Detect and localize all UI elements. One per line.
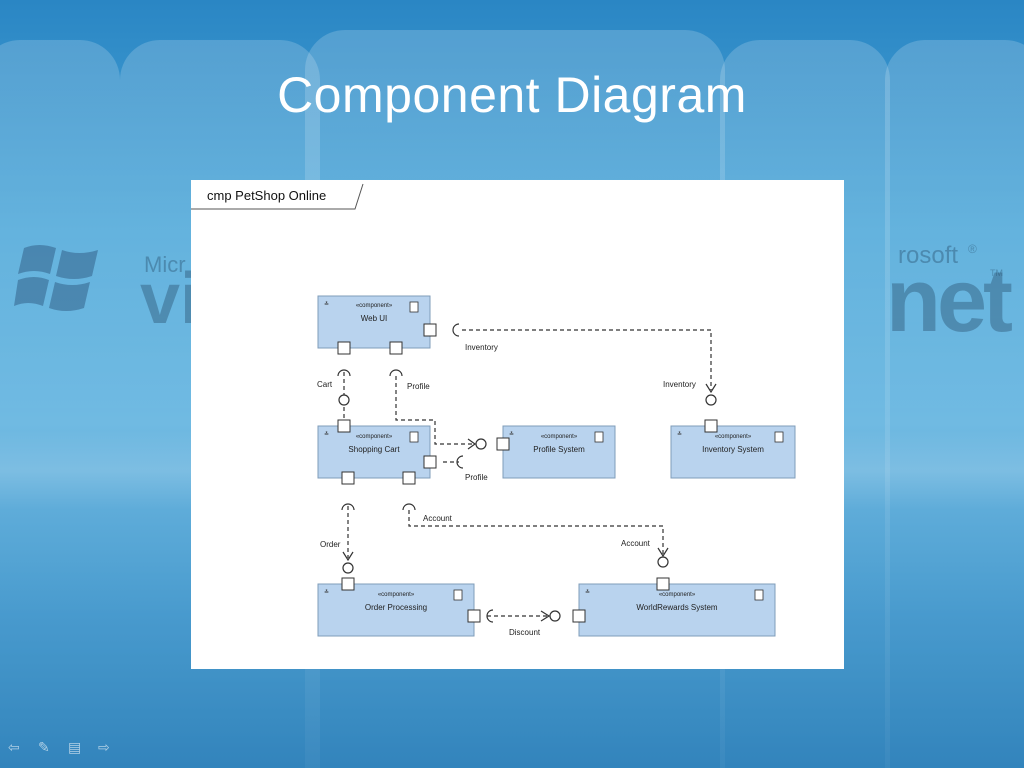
component-icon xyxy=(594,431,604,443)
label-inventory-prov: Inventory xyxy=(663,380,696,389)
windows-logo-icon xyxy=(14,245,98,311)
bg-logo-right-small: rosoft xyxy=(898,242,959,269)
label-cart: Cart xyxy=(317,380,333,389)
pen-icon[interactable]: ✎ xyxy=(38,739,50,755)
component-stereotype: «component» xyxy=(659,592,696,598)
port xyxy=(496,437,510,451)
bg-logo-left-small: Micr xyxy=(144,252,186,277)
interface-markers xyxy=(337,323,717,623)
slide-nav: ⇦ ✎ ▤ ⇨ xyxy=(8,740,114,754)
label-profile-prov: Profile xyxy=(465,473,488,482)
component-icon xyxy=(409,301,419,313)
port xyxy=(704,419,718,433)
expand-icon: ≛ xyxy=(324,300,329,308)
component-stereotype: «component» xyxy=(541,434,578,440)
component-inventory-system[interactable]: «component» Inventory System ≛ xyxy=(670,425,796,479)
socket-discount xyxy=(486,609,494,623)
ports xyxy=(337,323,718,623)
socket-account xyxy=(402,503,416,511)
lollipop-order xyxy=(342,562,354,574)
label-discount: Discount xyxy=(509,628,541,637)
component-name: Shopping Cart xyxy=(348,445,400,454)
port xyxy=(423,455,437,469)
bg-logo-right-big: net xyxy=(886,251,1013,351)
lollipop-account xyxy=(657,556,669,568)
component-name: Profile System xyxy=(533,445,585,454)
connector-inventory xyxy=(455,329,712,390)
component-stereotype: «component» xyxy=(356,434,393,440)
label-inventory-req: Inventory xyxy=(465,343,498,352)
lollipop-cart xyxy=(338,394,350,406)
expand-icon: ≛ xyxy=(324,430,329,438)
socket-cart xyxy=(337,369,351,377)
socket-profile-cart xyxy=(456,455,464,469)
bg-logo-left-big: vi xyxy=(140,259,201,339)
component-name: Web UI xyxy=(361,314,388,323)
component-name: Order Processing xyxy=(365,603,427,612)
arrowhead-inventory xyxy=(705,383,717,394)
label-profile-req: Profile xyxy=(407,382,430,391)
component-profile-system[interactable]: «component» Profile System ≛ xyxy=(502,425,616,479)
lollipop-inventory xyxy=(705,394,717,406)
component-stereotype: «component» xyxy=(715,434,752,440)
component-icon xyxy=(774,431,784,443)
port xyxy=(402,471,416,485)
port xyxy=(572,609,586,623)
label-account-prov: Account xyxy=(621,539,651,548)
port xyxy=(467,609,481,623)
socket-inventory xyxy=(452,323,460,337)
port xyxy=(341,577,355,591)
bg-logo-right-reg: ® xyxy=(968,242,977,256)
arrowheads xyxy=(342,383,717,622)
lollipop-profile xyxy=(475,438,487,450)
component-icon xyxy=(754,589,764,601)
component-name: Inventory System xyxy=(702,445,764,454)
arrowhead-profile xyxy=(467,438,477,450)
component-worldrewards-system[interactable]: «component» WorldRewards System ≛ xyxy=(578,583,776,637)
frame-label-tab: cmp PetShop Online xyxy=(191,183,364,210)
lollipop-discount xyxy=(549,610,561,622)
port xyxy=(656,577,670,591)
label-account-req: Account xyxy=(423,514,453,523)
bg-panel-left xyxy=(0,40,120,768)
diagram-frame: cmp PetShop Online xyxy=(191,180,844,669)
component-stereotype: «component» xyxy=(356,303,393,309)
socket-profile xyxy=(389,369,403,377)
slide-title: Component Diagram xyxy=(277,67,747,123)
port xyxy=(389,341,403,355)
expand-icon: ≛ xyxy=(509,430,514,438)
connector-account xyxy=(408,510,664,554)
component-shopping-cart[interactable]: «component» Shopping Cart ≛ xyxy=(317,425,431,479)
arrowhead-discount xyxy=(540,610,551,622)
label-order: Order xyxy=(320,540,341,549)
connector-profile-webui xyxy=(395,376,473,445)
bg-logo-right-tm: TM xyxy=(990,268,1003,278)
component-diagram: cmp PetShop Online xyxy=(191,183,796,637)
component-order-processing[interactable]: «component» Order Processing ≛ xyxy=(317,583,475,637)
port xyxy=(341,471,355,485)
port xyxy=(423,323,437,337)
expand-icon: ≛ xyxy=(677,430,682,438)
expand-icon: ≛ xyxy=(324,588,329,596)
arrowhead-order xyxy=(342,551,354,562)
component-stereotype: «component» xyxy=(378,592,415,598)
bg-panel-right xyxy=(885,40,1024,768)
frame-label: cmp PetShop Online xyxy=(207,188,326,203)
arrow-right-icon[interactable]: ⇨ xyxy=(98,739,110,755)
port xyxy=(337,341,351,355)
component-icon xyxy=(409,431,419,443)
component-name: WorldRewards System xyxy=(636,603,718,612)
interface-labels: Inventory Inventory Cart Profile Profile… xyxy=(317,343,696,637)
arrowhead-account xyxy=(657,547,669,558)
menu-icon[interactable]: ▤ xyxy=(68,739,82,755)
socket-order xyxy=(341,503,355,511)
component-web-ui[interactable]: «component» Web UI ≛ xyxy=(317,295,431,349)
arrow-left-icon[interactable]: ⇦ xyxy=(8,739,20,755)
component-icon xyxy=(453,589,463,601)
port xyxy=(337,419,351,433)
expand-icon: ≛ xyxy=(585,588,590,596)
